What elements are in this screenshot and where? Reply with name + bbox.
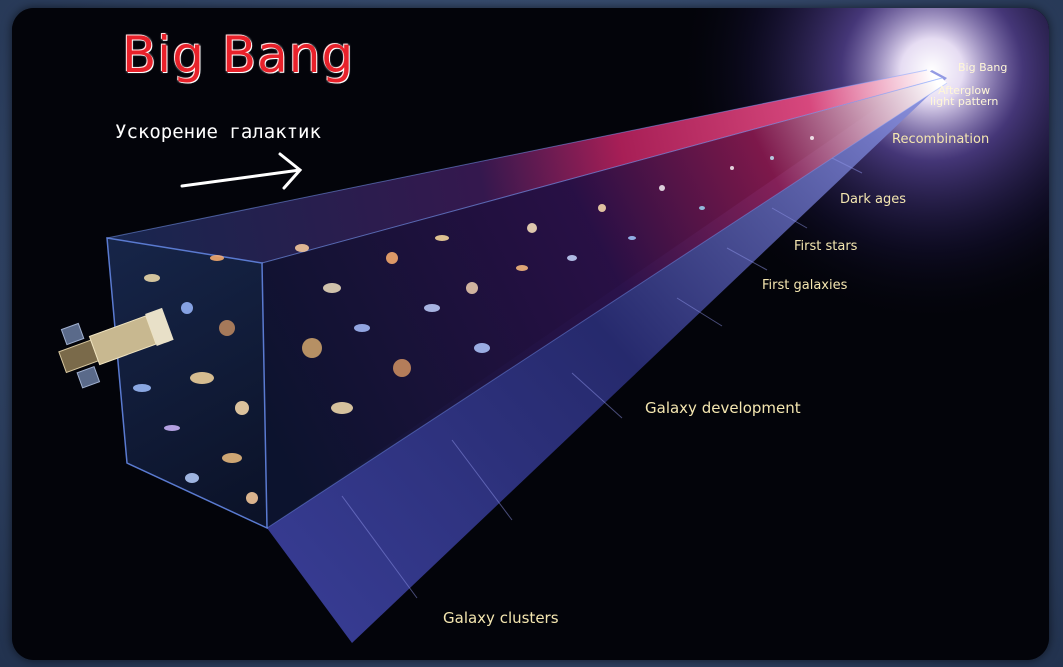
label-big-bang: Big Bang bbox=[958, 61, 1008, 74]
label-dark-ages: Dark ages bbox=[840, 192, 906, 207]
label-galaxy-clusters: Galaxy clusters bbox=[443, 609, 559, 627]
hubble-telescope-icon bbox=[58, 307, 174, 389]
beam-side-face bbox=[262, 78, 947, 528]
label-galaxy-development: Galaxy development bbox=[645, 399, 801, 417]
label-recombination: Recombination bbox=[892, 132, 990, 147]
page-title: Big Bang bbox=[122, 26, 355, 84]
label-first-stars: First stars bbox=[794, 239, 858, 254]
image-panel: Big Bang Ускорение галактик Big Bang Aft… bbox=[12, 8, 1049, 660]
subtitle-galaxy-acceleration: Ускорение галактик bbox=[115, 121, 321, 143]
universe-timeline-illustration bbox=[12, 8, 1049, 660]
galaxy-field bbox=[133, 136, 814, 504]
label-afterglow-line1: Afterglow bbox=[938, 84, 991, 97]
beam-top-face bbox=[107, 70, 942, 263]
label-afterglow: Afterglow light pattern bbox=[930, 85, 998, 107]
timeline-floor bbox=[267, 70, 947, 643]
label-afterglow-line2: light pattern bbox=[930, 95, 999, 108]
label-first-galaxies: First galaxies bbox=[762, 278, 848, 293]
timeline-ticks bbox=[341, 157, 863, 599]
arrow-right-icon bbox=[180, 152, 303, 190]
